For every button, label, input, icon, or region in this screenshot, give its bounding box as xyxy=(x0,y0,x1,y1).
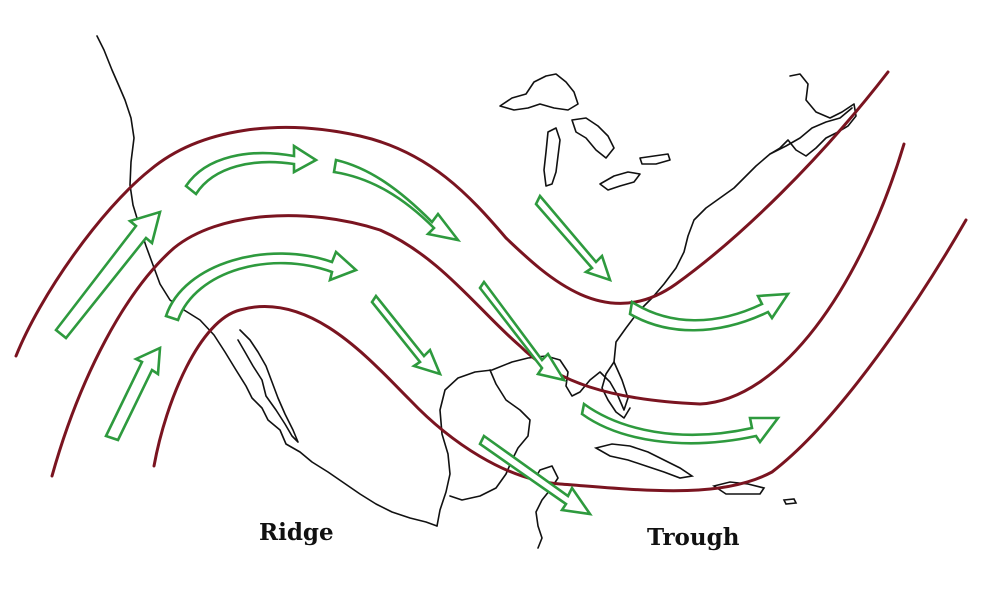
flow-arrow xyxy=(104,345,162,442)
baja-peninsula xyxy=(237,329,299,443)
puerto-rico-island xyxy=(782,498,798,505)
gulf-coastline xyxy=(436,107,853,527)
flow-arrow xyxy=(478,279,567,382)
flow-arrow xyxy=(628,292,791,332)
lower-height-contour xyxy=(152,218,968,493)
lake-michigan xyxy=(543,127,561,187)
flow-arrow xyxy=(370,293,443,377)
trough-label: Trough xyxy=(647,524,740,551)
coastline-group xyxy=(96,35,857,549)
flow-arrow-group xyxy=(54,143,791,516)
hispaniola-island xyxy=(712,481,766,495)
upper-height-contour xyxy=(14,70,890,358)
flow-arrow xyxy=(184,143,319,196)
lake-superior xyxy=(499,73,579,111)
flow-arrow xyxy=(580,401,781,445)
flow-arrow xyxy=(534,193,613,283)
flow-arrow xyxy=(332,158,462,242)
streamline-group xyxy=(14,70,968,493)
west-coastline xyxy=(96,35,438,527)
lake-ontario xyxy=(639,153,671,165)
northeast-coastline xyxy=(769,73,857,157)
yucatan-peninsula xyxy=(449,369,531,501)
flow-arrow xyxy=(478,434,593,516)
florida-peninsula xyxy=(601,361,631,419)
cuba-island xyxy=(593,443,695,479)
lake-erie xyxy=(599,171,641,191)
flow-arrow xyxy=(54,210,162,340)
lake-huron xyxy=(571,117,615,159)
ridge-label: Ridge xyxy=(259,519,334,546)
middle-height-contour xyxy=(50,142,906,478)
flow-arrow xyxy=(164,249,359,322)
